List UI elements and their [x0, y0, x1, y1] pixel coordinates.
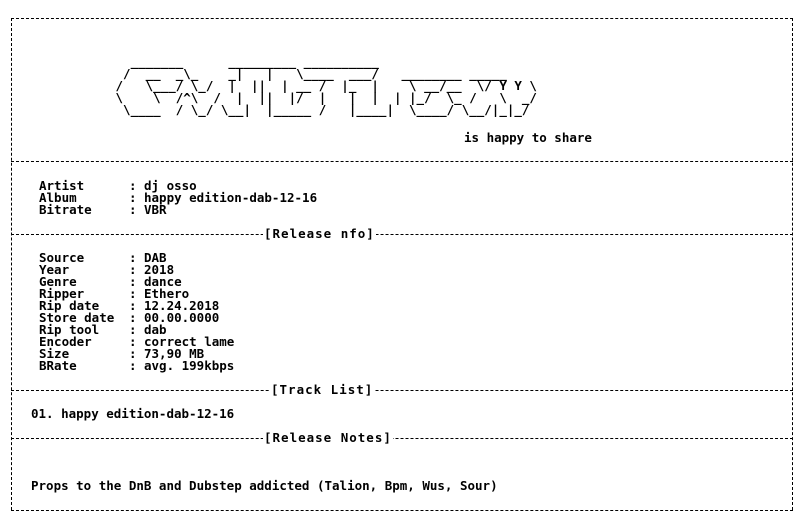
release-separator: : [129, 250, 137, 265]
info-value: dj osso [144, 178, 197, 193]
release-separator: : [129, 346, 137, 361]
right-border [792, 18, 793, 510]
info-row-bitrate: Bitrate: VBR [39, 202, 167, 217]
release-row: Source: DAB [39, 250, 167, 265]
release-separator: : [129, 322, 137, 337]
release-label: Genre [39, 274, 77, 289]
track-text: 01. happy edition-dab-12-16 [31, 406, 235, 421]
release-value: 12.24.2018 [144, 298, 220, 313]
info-separator: : [129, 178, 137, 193]
info-label: Artist [39, 178, 85, 193]
info-label: Bitrate [39, 202, 92, 217]
notes-separator [11, 438, 793, 439]
tracklist-title: [Track List] [270, 382, 375, 397]
release-label: Rip date [39, 298, 100, 313]
notes-text: Props to the DnB and Dubstep addicted (T… [31, 478, 498, 493]
logo-line: / \___/ \_/ | || | __ / |_ | \ __/__ \/ … [108, 78, 537, 93]
release-value: Ethero [144, 286, 190, 301]
release-info-title: [Release nfo] [263, 226, 376, 241]
release-row: Size:73,90 MB [39, 346, 205, 361]
release-label: BRate [39, 358, 77, 373]
release-row: BRate: avg. 199kbps [39, 358, 235, 373]
release-label: Ripper [39, 286, 85, 301]
release-separator: : [129, 274, 137, 289]
logo-line: \____ / \_/ \__| |_____ / |____| \____/ … [108, 102, 530, 117]
release-value: avg. 199kbps [144, 358, 235, 373]
bottom-border [11, 510, 793, 511]
release-label: Year [39, 262, 70, 277]
release-separator: : [129, 286, 137, 301]
release-label: Source [39, 250, 85, 265]
top-border [11, 18, 793, 19]
release-row: Rip tool: dab [39, 322, 167, 337]
release-value: correct lame [144, 334, 235, 349]
info-value: VBR [144, 202, 167, 217]
release-value: 73,90 MB [144, 346, 205, 361]
release-separator: : [129, 262, 137, 277]
release-row: Encoder: correct lame [39, 334, 235, 349]
info-row-album: Album: happy edition-dab-12-16 [39, 190, 318, 205]
track-item: 01. happy edition-dab-12-16 [31, 406, 235, 421]
info-label: Album [39, 190, 77, 205]
release-row: Store date:00.00.0000 [39, 310, 220, 325]
release-value: dab [144, 322, 167, 337]
tagline: is happy to share [464, 130, 592, 145]
release-separator: : [129, 298, 137, 313]
release-label: Encoder [39, 334, 92, 349]
release-separator: : [129, 358, 137, 373]
release-row: Year:2018 [39, 262, 175, 277]
info-value: happy edition-dab-12-16 [144, 190, 318, 205]
info-row-artist: Artist: dj osso [39, 178, 197, 193]
release-info-separator [11, 234, 793, 235]
logo-ascii-art: _______ _________ __________ / __ _\_ _|… [108, 54, 537, 117]
release-label: Store date [39, 310, 115, 325]
release-value: DAB [144, 250, 167, 265]
release-row: Genre: dance [39, 274, 182, 289]
release-separator: : [129, 310, 137, 325]
info-separator: : [129, 190, 137, 205]
left-border [11, 18, 12, 510]
info-separator: : [129, 202, 137, 217]
logo-line: _______ _________ __________ [108, 54, 379, 69]
release-value: dance [144, 274, 182, 289]
release-row: Ripper: Ethero [39, 286, 190, 301]
notes-title: [Release Notes] [263, 430, 393, 445]
release-value: 00.00.0000 [144, 310, 220, 325]
release-label: Size [39, 346, 70, 361]
logo-line: / __ _\_ _| | \____ ___/ ________ _____ [108, 66, 507, 81]
header-separator [11, 161, 793, 162]
logo-line: \ \ /^\ / | || |/ | | | | |_/ \_ / \ _/ [108, 90, 537, 105]
release-label: Rip tool [39, 322, 100, 337]
release-value: 2018 [144, 262, 175, 277]
release-separator: : [129, 334, 137, 349]
tracklist-separator [11, 390, 793, 391]
release-row: Rip date:12.24.2018 [39, 298, 220, 313]
